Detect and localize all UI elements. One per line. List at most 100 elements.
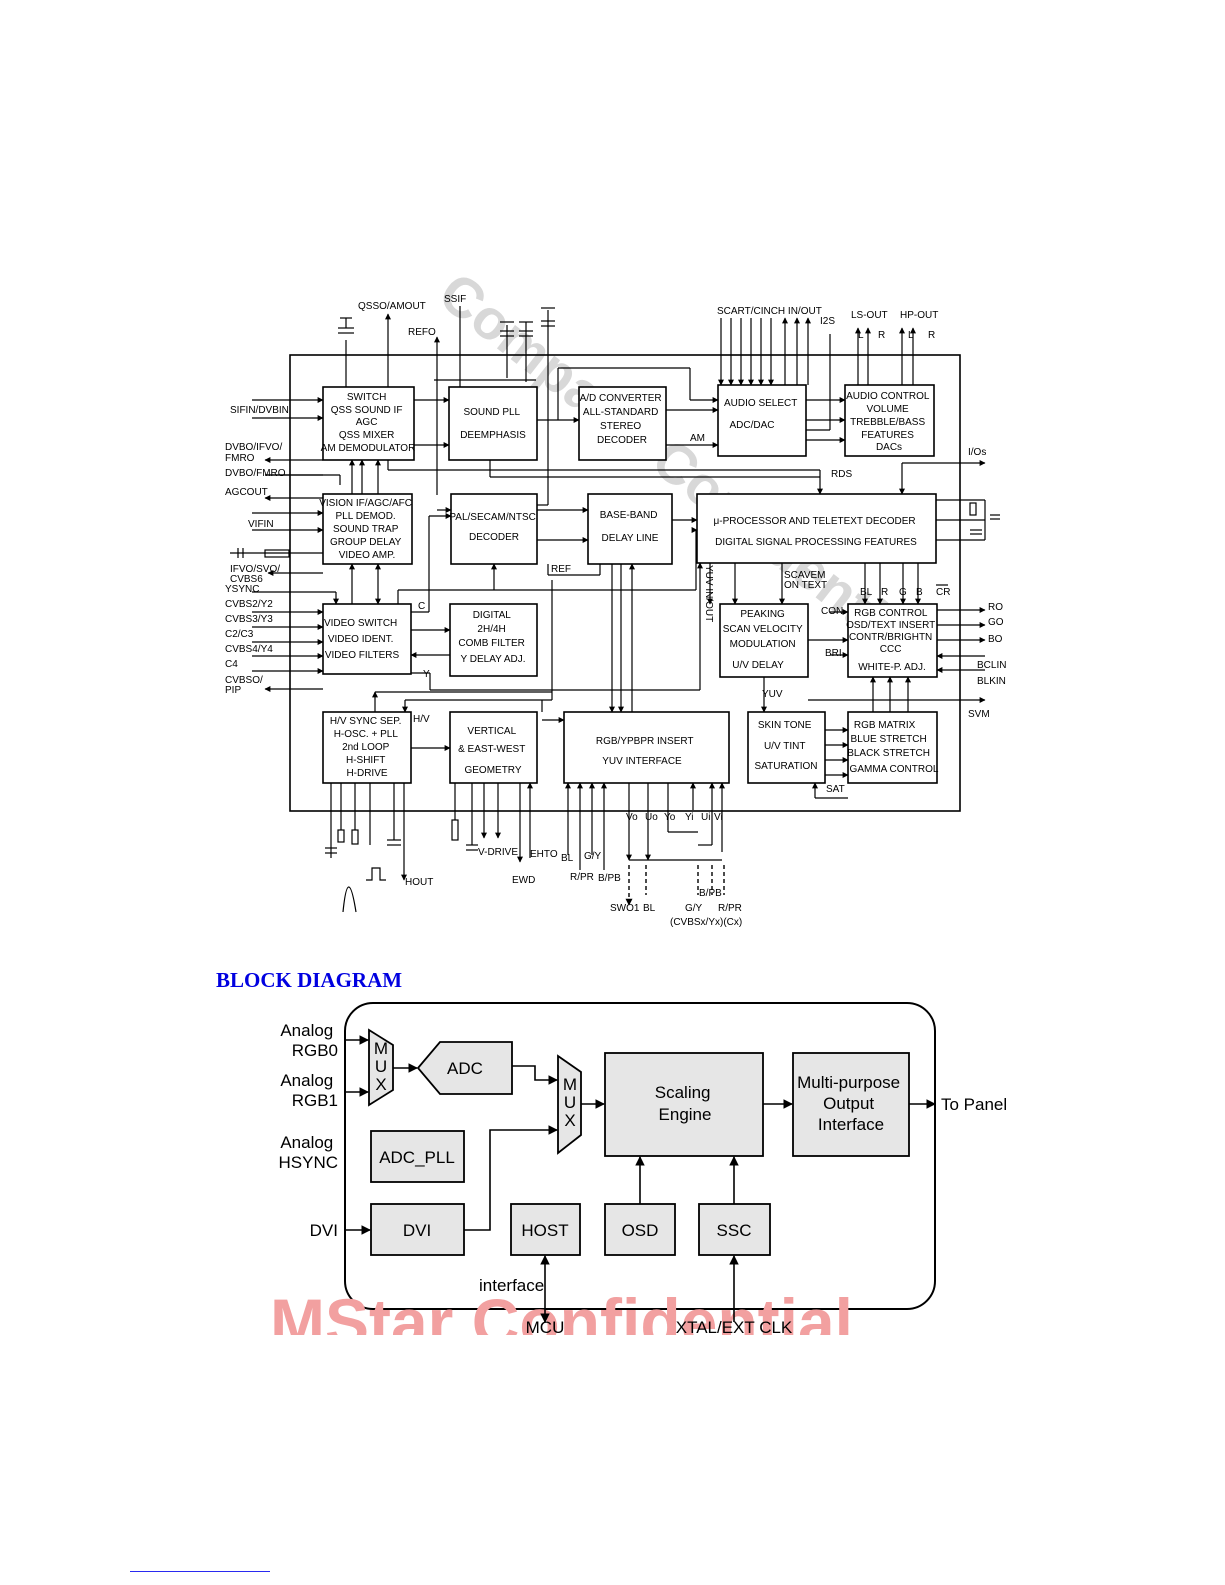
processor-block [696, 493, 937, 564]
vertical-geometry-text: VERTICAL & EAST-WEST GEOMETRY [458, 726, 528, 776]
svg-text:Yi: Yi [685, 812, 694, 823]
top-wiring [230, 306, 1000, 913]
svg-text:Ui: Ui [701, 812, 710, 823]
svg-text:DVBO/FMRO: DVBO/FMRO [225, 468, 286, 479]
svg-text:DVBO/IFVO/: DVBO/IFVO/ [225, 442, 282, 453]
svg-text:SAT: SAT [826, 784, 845, 795]
svg-text:EWD: EWD [512, 875, 535, 886]
svg-text:L: L [858, 330, 864, 341]
input-dvi-label: DVI [310, 1221, 338, 1240]
svg-text:LS-OUT: LS-OUT [851, 310, 888, 321]
svg-text:SCART/CINCH IN/OUT: SCART/CINCH IN/OUT [717, 306, 822, 317]
svg-text:CVBS3/Y3: CVBS3/Y3 [225, 614, 273, 625]
rgb-insert-text: RGB/YPBPR INSERT YUV INTERFACE [596, 736, 696, 767]
rgb-matrix-block [847, 711, 938, 784]
svg-text:I2S: I2S [820, 316, 835, 327]
svg-text:SIFIN/DVBIN: SIFIN/DVBIN [230, 405, 289, 416]
svg-text:R: R [928, 330, 935, 341]
rgb-control-text: RGB CONTROL OSD/TEXT INSERT CONTR/BRIGHT… [846, 608, 938, 673]
adc-label: ADC [447, 1059, 483, 1078]
svg-text:AM: AM [690, 433, 705, 444]
svg-text:REF: REF [551, 564, 571, 575]
skin-tone-block [747, 711, 826, 784]
dvi-block [370, 1203, 465, 1256]
processor-text: μ-PROCESSOR AND TELETEXT DECODER DIGITAL… [714, 516, 919, 548]
top-pin-labels: QSSO/AMOUT SSIF REFO SCART/CINCH IN/OUT … [225, 294, 1006, 928]
ssc-label: SSC [717, 1221, 752, 1240]
input-rgb0-label: Analog RGB0 [280, 1021, 338, 1060]
ad-converter-block [578, 386, 667, 461]
comb-filter-text: DIGITAL 2H/4H COMB FILTER Y DELAY ADJ. [458, 610, 527, 665]
svg-text:Uo: Uo [645, 812, 658, 823]
sound-pll-text: SOUND PLL DEEMPHASIS [460, 407, 526, 441]
ad-converter-text: A/D CONVERTER ALL-STANDARD STEREO DECODE… [580, 393, 665, 446]
skin-tone-text: SKIN TONE U/V TINT SATURATION [755, 720, 818, 772]
chip-outline [289, 354, 961, 812]
mstar-block-diagram: BLOCK DIAGRAM MStar Confidential Analog … [216, 968, 1010, 1375]
svg-text:SWO1: SWO1 [610, 903, 640, 914]
mcu-label: MCU [526, 1318, 565, 1337]
svg-text:IFVO/SVO/: IFVO/SVO/ [230, 564, 280, 575]
block-diagram-title: BLOCK DIAGRAM [216, 968, 402, 992]
host-label: HOST [521, 1221, 568, 1240]
mux-1 [368, 1028, 394, 1107]
svg-text:I/Os: I/Os [968, 447, 986, 458]
svg-text:R: R [881, 587, 888, 598]
svg-text:YSYNC: YSYNC [225, 584, 259, 595]
rgb-control-block [847, 603, 938, 678]
svg-text:GO: GO [988, 617, 1004, 628]
baseband-text: BASE-BAND DELAY LINE [600, 510, 661, 544]
svg-text:V-DRIVE: V-DRIVE [478, 847, 518, 858]
svg-text:VIFIN: VIFIN [248, 519, 274, 530]
output-interface-label: Multi-purpose Output Interface [797, 1073, 905, 1134]
svg-text:G: G [899, 587, 907, 598]
svg-text:G/Y: G/Y [584, 851, 602, 862]
sound-pll-block [448, 386, 538, 461]
svg-text:B/PB: B/PB [699, 888, 722, 899]
osd-label: OSD [622, 1221, 659, 1240]
svg-text:Yo: Yo [664, 812, 676, 823]
svg-text:BCLIN: BCLIN [977, 660, 1006, 671]
svg-text:CVBS4/Y4: CVBS4/Y4 [225, 644, 273, 655]
svg-text:L: L [908, 330, 914, 341]
adc-block [416, 1041, 513, 1095]
scaling-engine-label: Scaling Engine [655, 1083, 716, 1124]
svg-text:R/PR: R/PR [718, 903, 742, 914]
peaking-block [719, 603, 809, 678]
to-panel-label: To Panel [941, 1095, 1007, 1114]
svg-text:QSSO/AMOUT: QSSO/AMOUT [358, 301, 426, 312]
svg-text:PIP: PIP [225, 685, 241, 696]
svg-text:(CVBSx/Yx)(Cx): (CVBSx/Yx)(Cx) [670, 917, 742, 928]
svg-text:BRI: BRI [825, 648, 842, 659]
switch-block [322, 386, 415, 461]
svg-text:C2/C3: C2/C3 [225, 629, 254, 640]
svg-text:YUV: YUV [762, 689, 783, 700]
svg-text:BL: BL [643, 903, 656, 914]
svg-text:AGCOUT: AGCOUT [225, 487, 268, 498]
svg-text:CVBSO/: CVBSO/ [225, 675, 263, 686]
rgb-matrix-text: RGB MATRIX BLUE STRETCH BLACK STRETCH GA… [847, 720, 939, 775]
output-interface-block [792, 1052, 910, 1157]
svg-text:RO: RO [988, 602, 1003, 613]
svg-text:ON TEXT: ON TEXT [784, 580, 827, 591]
svg-text:B: B [916, 587, 923, 598]
svg-text:BL: BL [860, 587, 873, 598]
ssc-block [698, 1203, 771, 1256]
svg-text:SCAVEM: SCAVEM [784, 570, 826, 581]
svg-text:C4: C4 [225, 659, 238, 670]
hv-sync-block [322, 711, 412, 784]
baseband-block [587, 493, 673, 565]
svg-text:BL: BL [561, 853, 574, 864]
pal-decoder-text: PAL/SECAM/NTSC DECODER [449, 512, 538, 543]
block-diagram-arrows [345, 1035, 936, 1323]
audio-select-text: AUDIO SELECT ADC/DAC [724, 398, 800, 431]
svg-text:FMRO: FMRO [225, 453, 255, 464]
dvi-block-label: DVI [403, 1221, 431, 1240]
interface-label: interface [479, 1276, 544, 1295]
svg-text:B/PB: B/PB [598, 873, 621, 884]
adc-pll-label: ADC_PLL [379, 1148, 455, 1167]
svg-text:CVBS2/Y2: CVBS2/Y2 [225, 599, 273, 610]
